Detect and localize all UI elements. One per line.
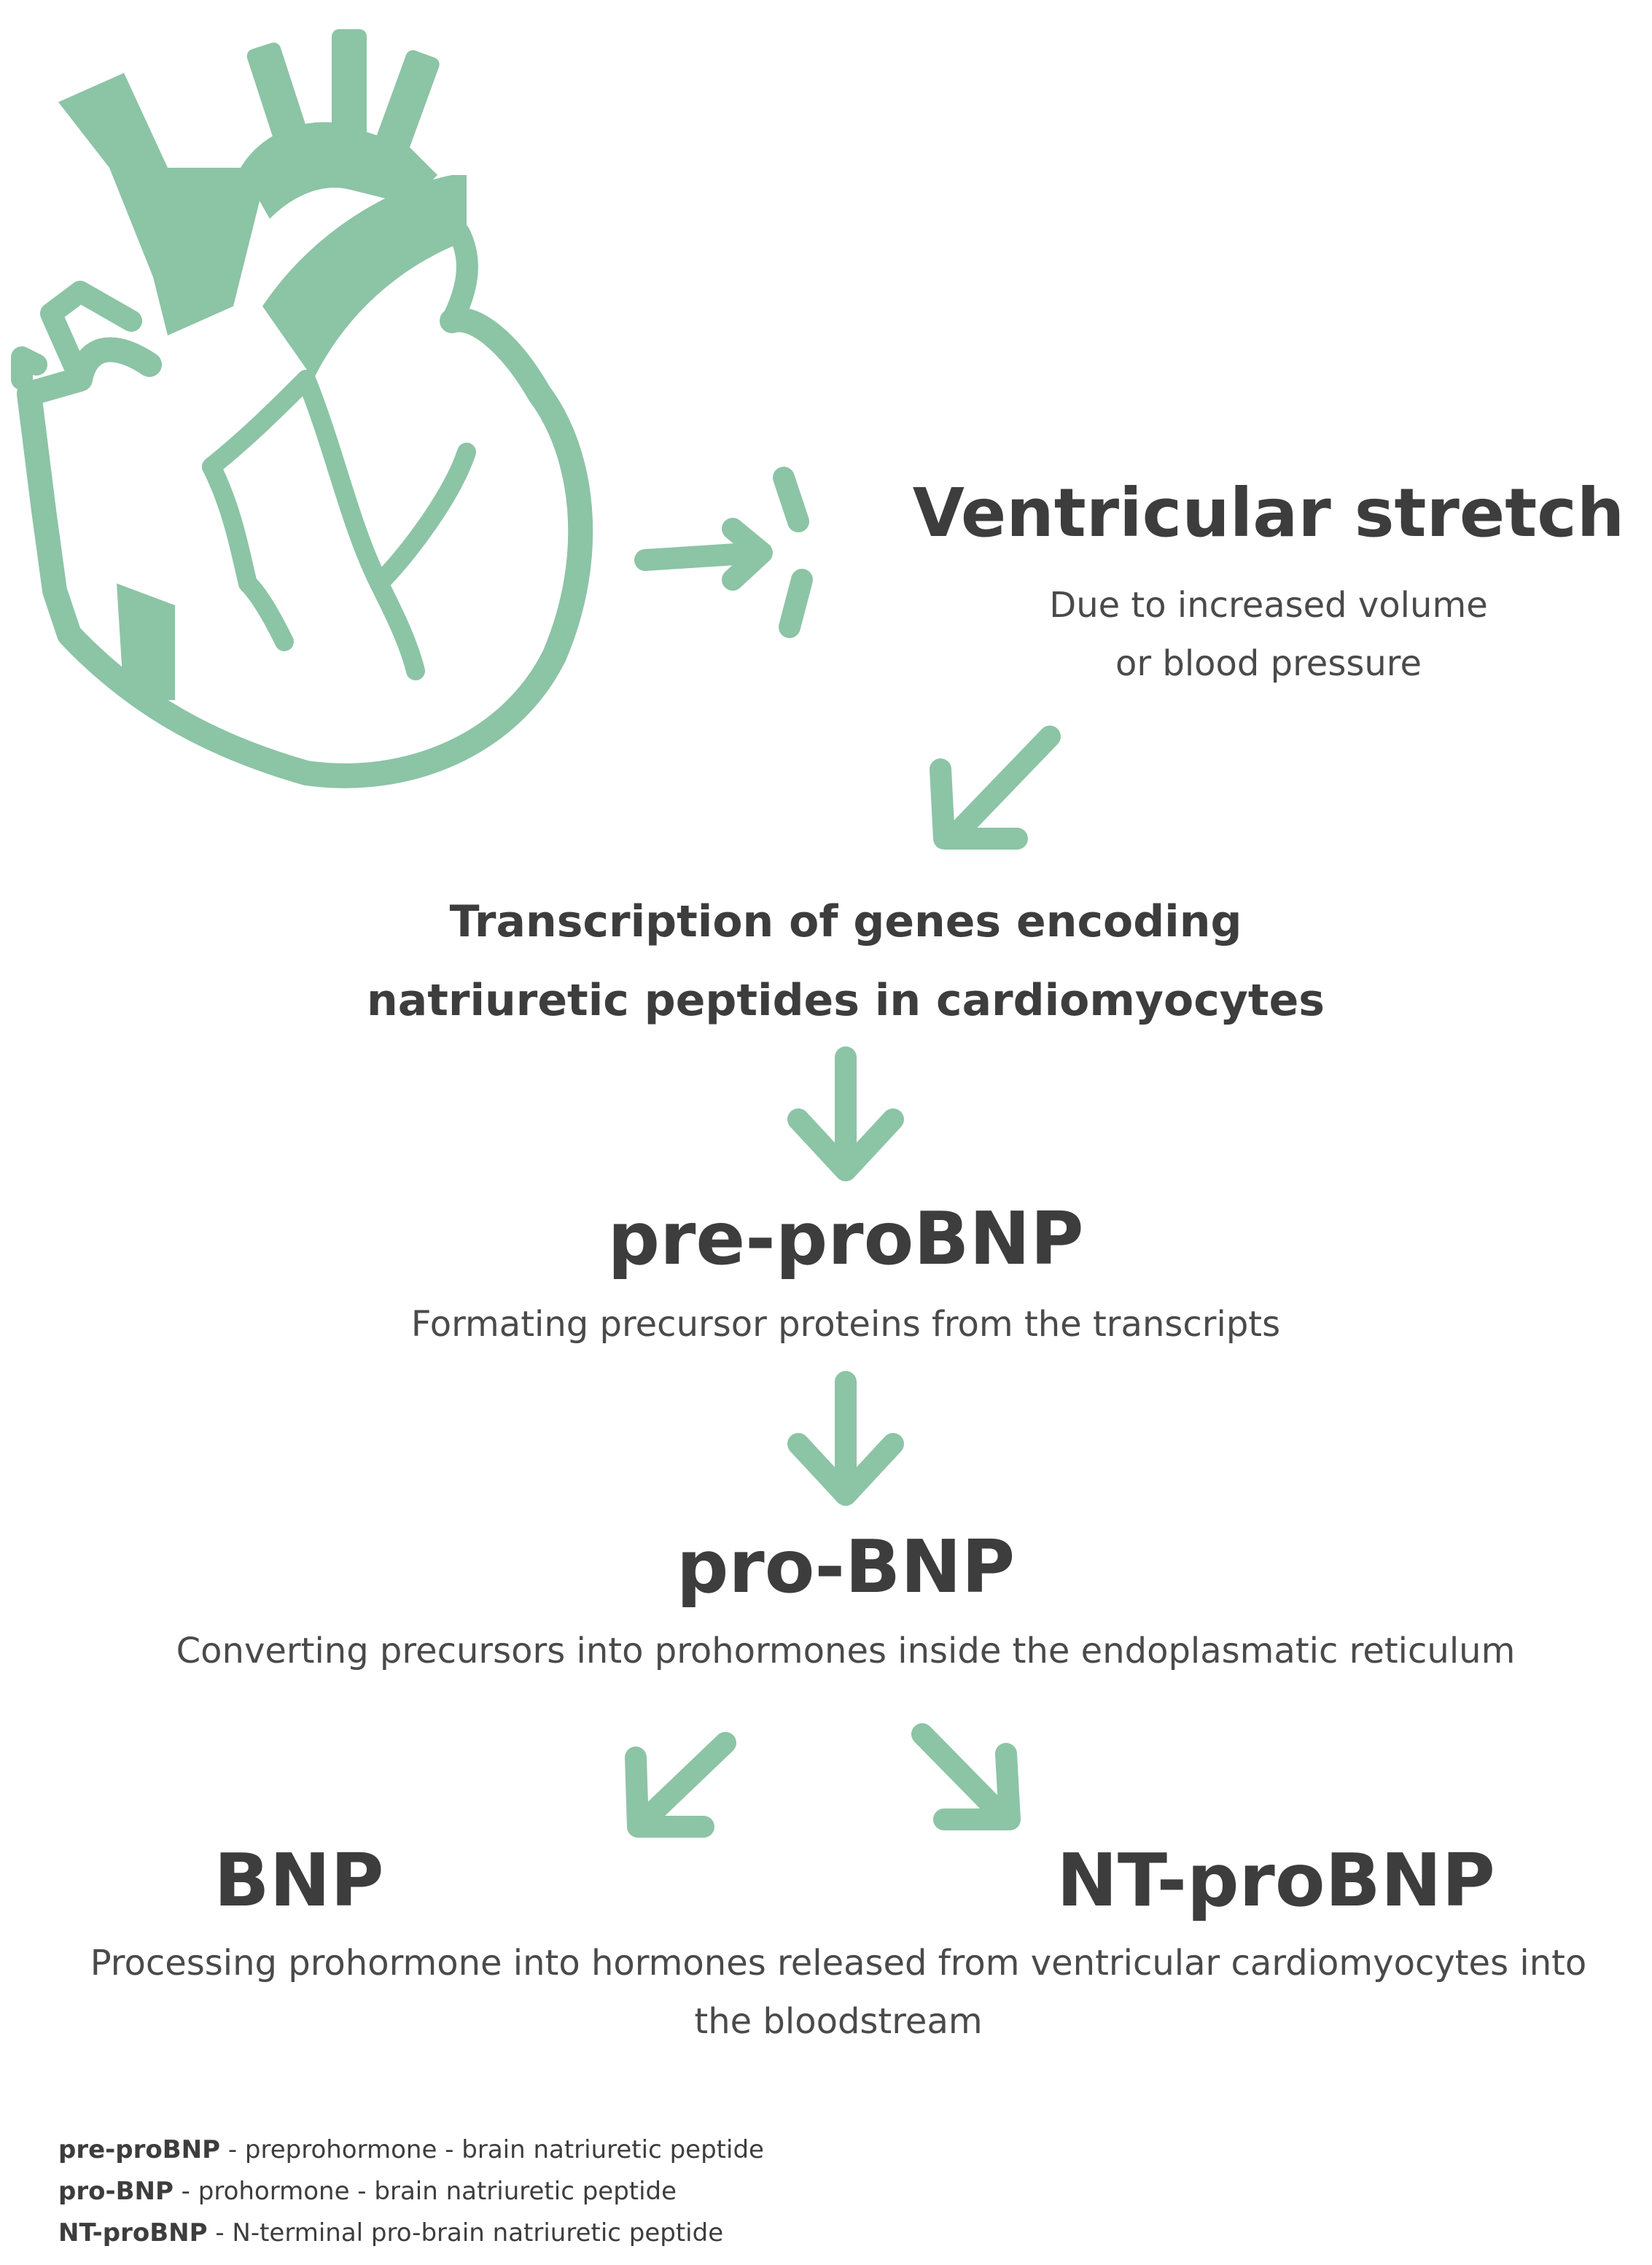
pre-probnp-title: pre-proBNP: [607, 1196, 1084, 1281]
arrow-down-right-icon: [911, 1723, 1021, 1830]
bnp-title: BNP: [214, 1838, 384, 1923]
legend-definition: - prohormone - brain natriuretic peptide: [173, 2177, 677, 2206]
arrow-down-icon: [787, 1371, 904, 1506]
transcription-title-line2: natriuretic peptides in cardiomyocytes: [367, 975, 1325, 1026]
legend-definition: - N-terminal pro-brain natriuretic pepti…: [207, 2218, 724, 2247]
ventricular-stretch-desc-line1: Due to increased volume: [1049, 585, 1488, 626]
nt-probnp-title: NT-proBNP: [1056, 1838, 1495, 1923]
ventricular-stretch-title: Ventricular stretch: [912, 474, 1625, 552]
legend-term: NT-proBNP: [58, 2218, 208, 2247]
legend-item: NT-proBNP - N-terminal pro-brain natriur…: [58, 2212, 1079, 2254]
ventricular-stretch-desc-line2: or blood pressure: [1115, 643, 1422, 684]
legend-definition: - preprohormone - brain natriuretic pept…: [220, 2135, 764, 2164]
pro-bnp-title: pro-BNP: [676, 1524, 1016, 1609]
legend-term: pro-BNP: [58, 2177, 174, 2206]
burst-icon: [773, 467, 813, 638]
arrow-right-icon: [634, 518, 773, 591]
transcription-title-line1: Transcription of genes encoding: [449, 896, 1242, 947]
legend-item: pre-proBNP - preprohormone - brain natri…: [58, 2129, 1079, 2171]
pre-probnp-desc: Formating precursor proteins from the tr…: [410, 1304, 1281, 1345]
legend-term: pre-proBNP: [58, 2135, 221, 2164]
heart-icon: [11, 29, 593, 788]
arrow-down-icon: [787, 1046, 904, 1181]
final-desc-line1: Processing prohormone into hormones rele…: [90, 1943, 1587, 1984]
pro-bnp-desc: Converting precursors into prohormones i…: [176, 1631, 1516, 1671]
arrow-down-left-icon: [930, 726, 1061, 850]
legend-item: pro-BNP - prohormone - brain natriuretic…: [58, 2171, 1079, 2212]
arrow-down-left-icon: [625, 1732, 736, 1838]
legend: pre-proBNP - preprohormone - brain natri…: [58, 2129, 1079, 2254]
final-desc-line2: the bloodstream: [694, 2001, 983, 2042]
